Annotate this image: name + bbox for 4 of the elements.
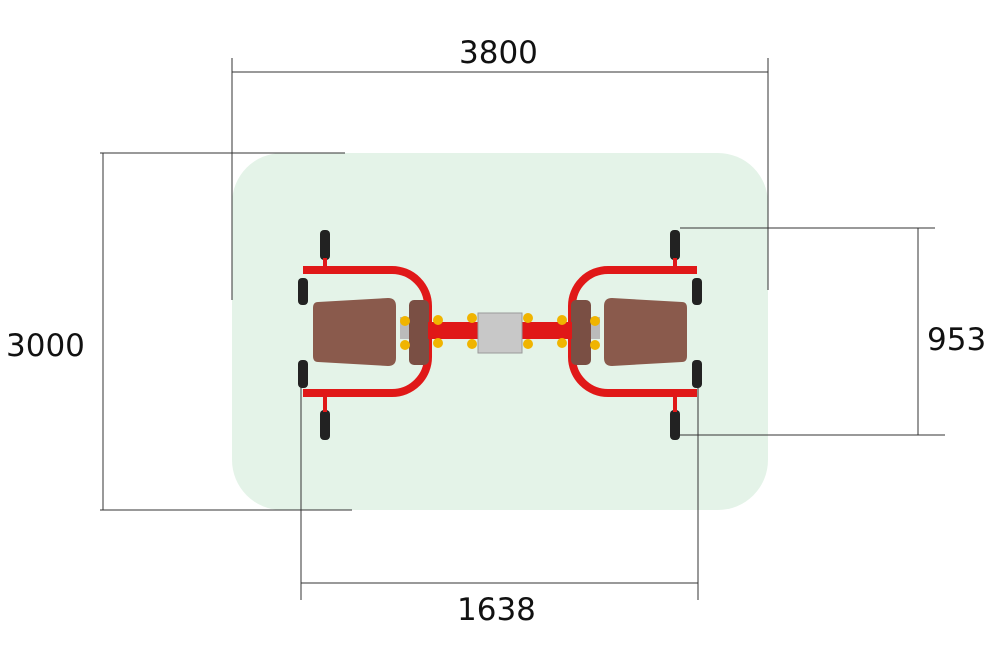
dimension-label: 1638 (457, 592, 536, 628)
dimension-label: 953 (927, 322, 986, 358)
dimension-label: 3800 (459, 35, 538, 71)
dimension-label: 3000 (6, 328, 85, 364)
